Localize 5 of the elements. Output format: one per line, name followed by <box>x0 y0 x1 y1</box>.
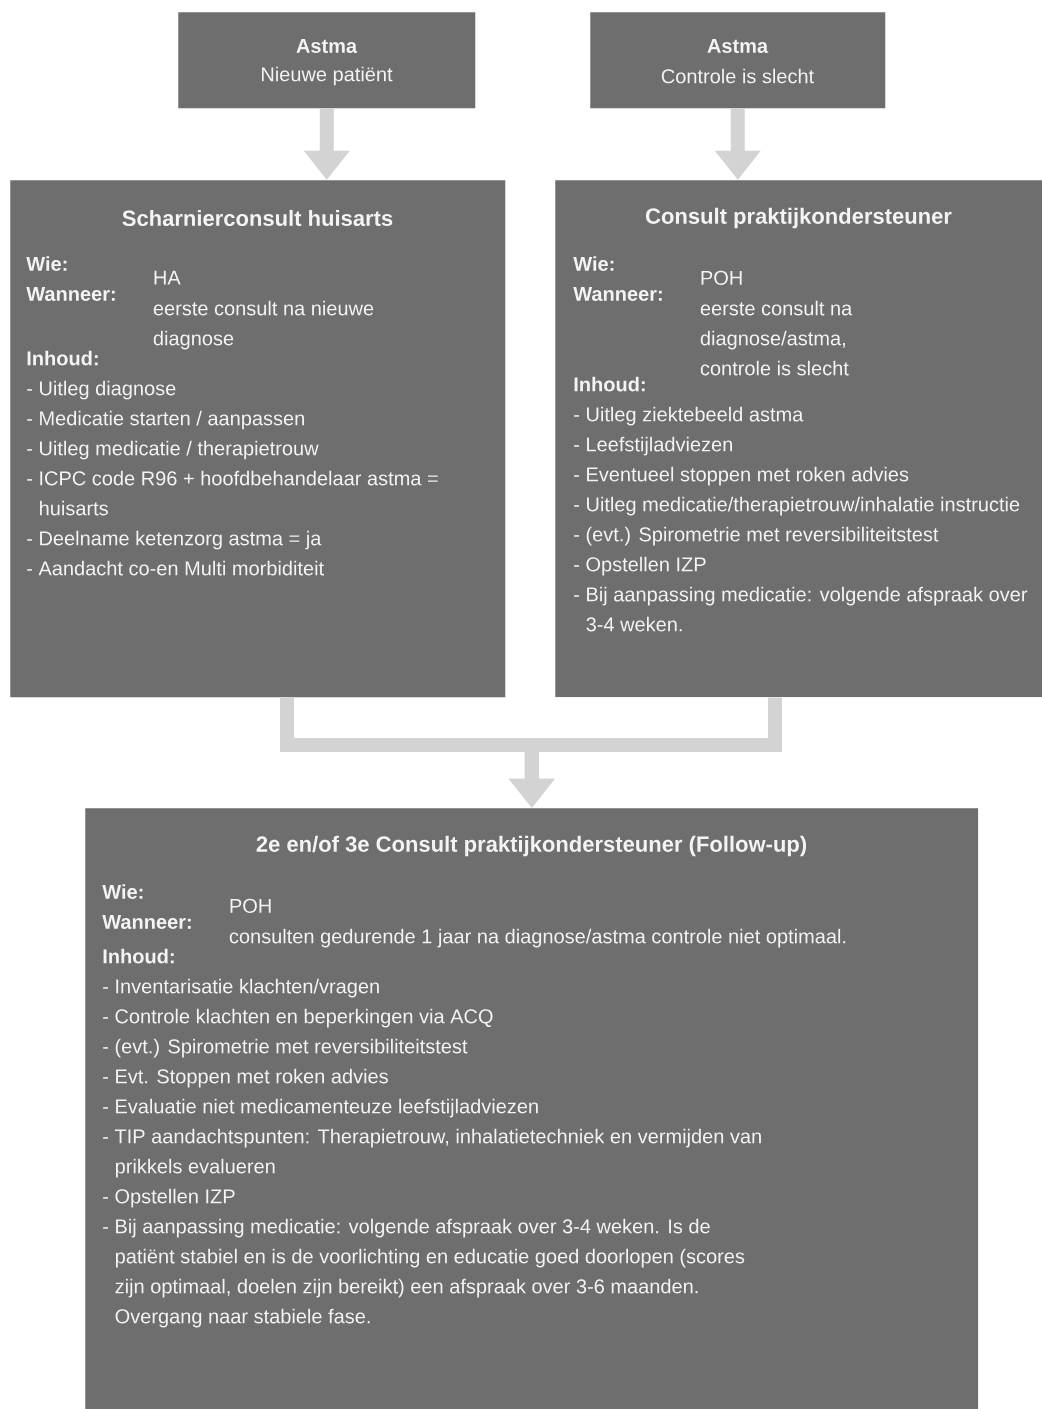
process-box: Consult praktijkondersteuner Wie: POH Wanneer: eerste consult na diagnose/astma, controle is slecht Inhoud: - Uitleg ziektebeeld astma - Leefstijladviezen - Eventueel stoppen met roken advies - Uitleg medicatie/therapietrouw/inhalatie instructie - (evt.) Spirometrie met reversibiliteitstest - Opstellen IZP - Bij aanpassing medicatie: volgende afspraak over 3-4 weken. <box>555 180 1042 698</box>
process-box: Scharnierconsult huisarts Wie: HA Wanneer: eerste consult na nieuwe diagnose Inhoud: - Uitleg diagnose - Medicatie starten / aanpassen - Uitleg medicatie / therapietrouw - ICPC code R96 + hoofdbehandelaar astma = huisarts - Deelname ketenzorg astma = ja - Aandacht co-en Multi morbiditeit <box>10 180 506 698</box>
process-box: Astma Nieuwe patiënt <box>178 12 476 109</box>
process-box: 2e en/of 3e Consult praktijkondersteuner (Follow-up) Wie: POH Wanneer: consulten gedurende 1 jaar na diagnose/astma controle niet optimaal. Inhoud: - Inventarisatie klachten/vragen - Controle klachten en beperkingen via ACQ - (evt.) Spirometrie met reversibiliteitstest - Evt. Stoppen met roken advies - Evaluatie niet medicamenteuze leefstijladviezen - TIP aandachtspunten: Therapietrouw, inhalatietechniek en vermijden van prikkels evalueren - Opstellen IZP - Bij aanpassing medicatie: volgende afspraak over 3-4 weken. Is de patiënt stabiel en is de voorlichting en educatie goed doorlopen (scores zijn optimaal, doelen zijn bereikt) een afspraak over 3-6 maanden. Overgang naar stabiele fase. <box>85 808 979 1409</box>
process-box: Astma Controle is slecht <box>590 12 886 109</box>
